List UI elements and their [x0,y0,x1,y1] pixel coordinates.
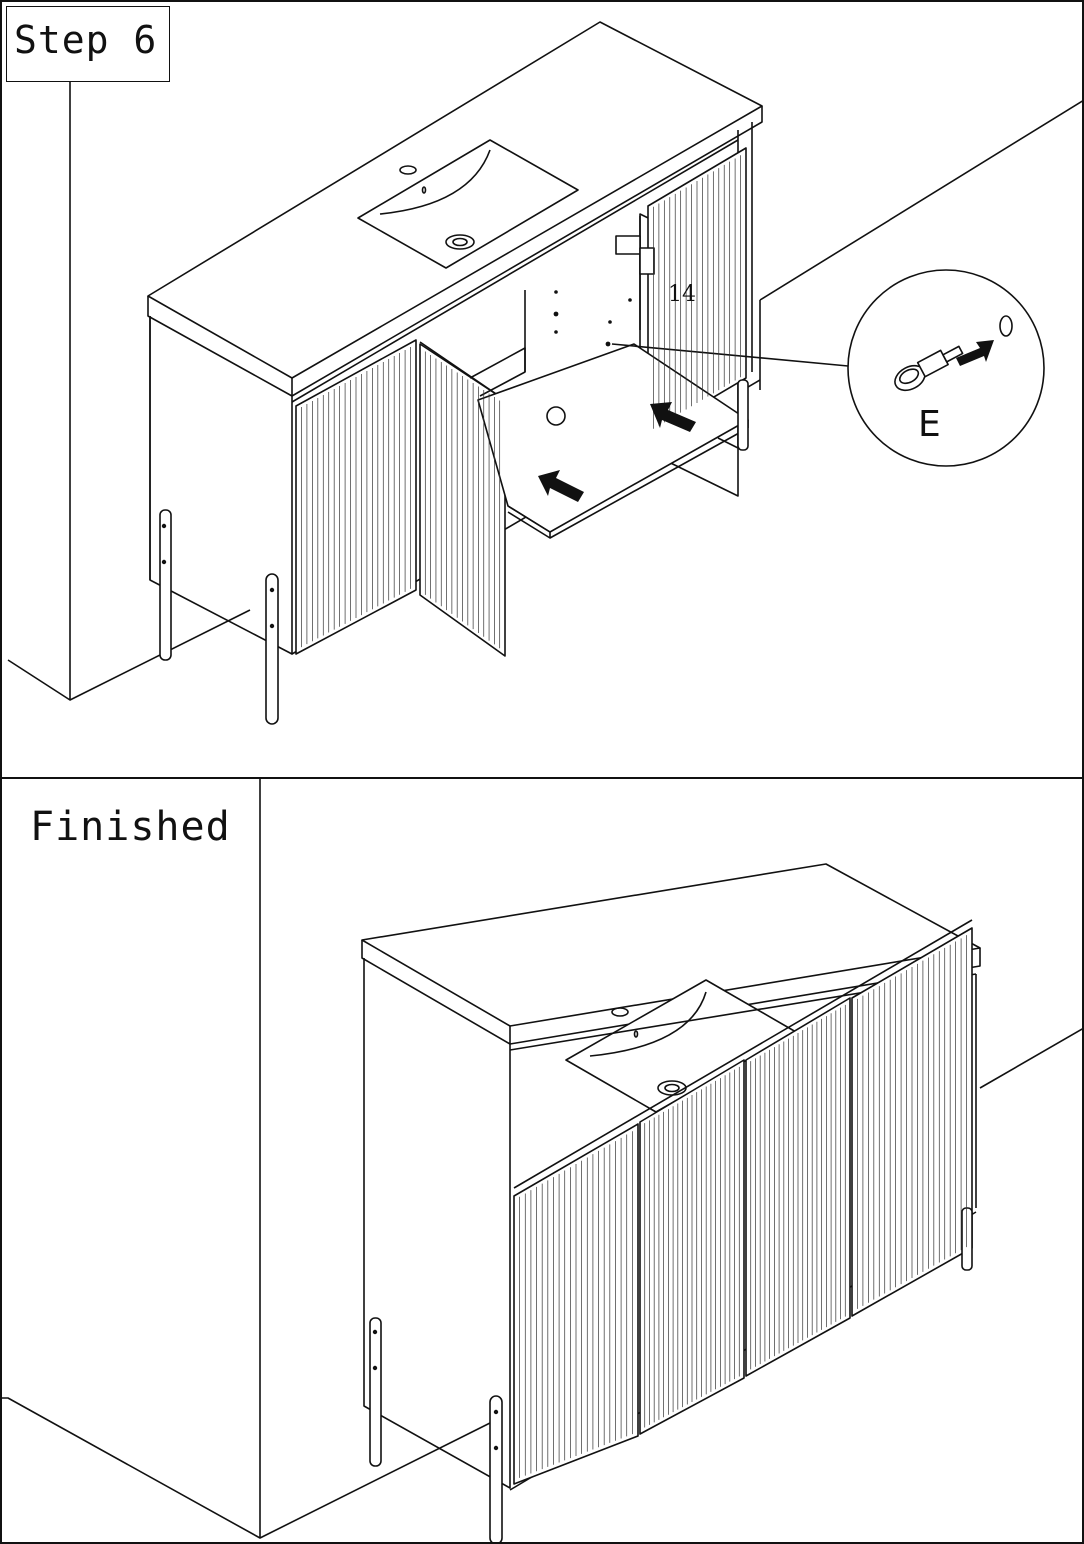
finished-illustration [0,778,1084,1544]
door-fluting [519,935,967,1478]
part-number-label: 14 [668,282,696,307]
step-6-illustration [7,21,1084,725]
room-lines [0,778,1084,1539]
step-6-panel: Step 6 14 E [6,6,1084,725]
finished-panel: Finished [0,778,1084,1544]
legs [369,1207,973,1544]
door-fluting [301,155,741,649]
hinge-icon [615,235,655,275]
room-lines [7,80,1084,701]
step-label-box [6,6,170,82]
legs [159,379,749,725]
finished-title: Finished [30,804,231,850]
screw-holes [161,290,632,629]
detail-magnifier [847,269,1045,467]
direction-arrows [538,340,994,502]
detail-letter-label: E [918,404,941,445]
screw-holes [372,1329,499,1451]
arrow-icon [650,402,696,432]
left-door [295,339,506,657]
step-title: Step 6 [14,18,158,62]
arrow-icon [956,340,994,366]
sink-basin [357,139,579,269]
arrow-icon [538,470,584,502]
